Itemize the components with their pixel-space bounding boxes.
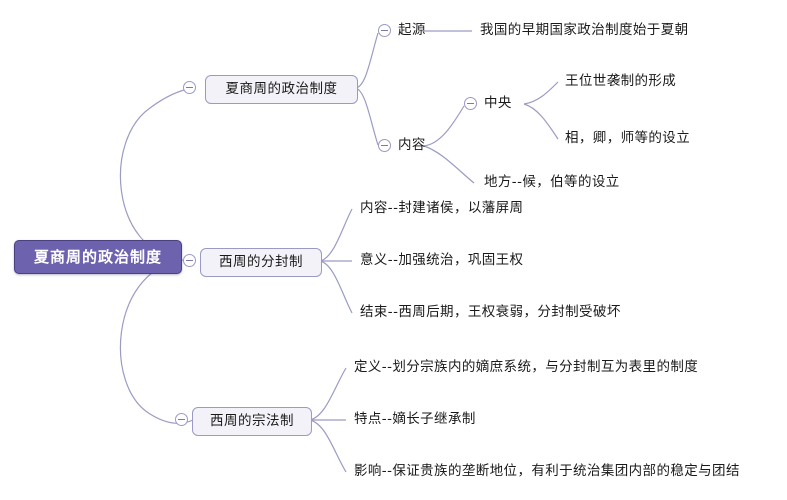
collapse-toggle-qiyuan[interactable] xyxy=(378,24,391,37)
edge-branch1-to-neirong xyxy=(355,87,379,146)
collapse-toggle-zhongyang[interactable] xyxy=(464,97,477,110)
edge-branch1-to-qiyuan xyxy=(355,32,379,89)
root-node[interactable]: 夏商周的政治制度 xyxy=(14,240,182,274)
edge-branch2-to-leaf3 xyxy=(319,260,353,314)
edge-neirong-to-difang xyxy=(423,145,475,184)
branch-node-fengjianzhi[interactable]: 西周的分封制 xyxy=(200,248,322,277)
leaf-fengjian-jieshu[interactable]: 结束--西周后期，王权衰弱，分封制受破坏 xyxy=(360,304,621,321)
node-qiyuan[interactable]: 起源 xyxy=(398,22,426,39)
edge-branch3-to-leaf1 xyxy=(309,367,347,421)
collapse-toggle-neirong[interactable] xyxy=(378,139,391,152)
node-zhongyang[interactable]: 中央 xyxy=(484,95,512,112)
collapse-toggle-branch1[interactable] xyxy=(183,81,196,94)
node-neirong[interactable]: 内容 xyxy=(398,137,426,154)
edge-neirong-to-zhongyang xyxy=(423,105,465,147)
edge-branch2-to-leaf1 xyxy=(319,208,353,262)
leaf-zongfa-dingyi[interactable]: 定义--划分宗族内的嫡庶系统，与分封制互为表里的制度 xyxy=(354,359,699,376)
collapse-toggle-branch3[interactable] xyxy=(175,413,188,426)
branch-node-zongfazhi[interactable]: 西周的宗法制 xyxy=(192,407,312,436)
leaf-fengjian-yiyi[interactable]: 意义--加强统治，巩固王权 xyxy=(360,252,524,269)
edge-root-to-branch1 xyxy=(119,87,194,261)
leaf-xiang-qing-shi[interactable]: 相，卿，师等的设立 xyxy=(565,130,691,147)
edge-zhongyang-to-child2 xyxy=(523,103,559,140)
leaf-zongfa-tedian[interactable]: 特点--嫡长子继承制 xyxy=(354,411,476,428)
leaf-qiyuan-detail[interactable]: 我国的早期国家政治制度始于夏朝 xyxy=(480,22,689,39)
edge-root-to-branch3 xyxy=(119,259,194,424)
edge-branch3-to-leaf3 xyxy=(309,419,347,473)
collapse-toggle-branch2[interactable] xyxy=(183,254,196,267)
leaf-wangwei-shixi[interactable]: 王位世袭制的形成 xyxy=(565,73,677,90)
branch-node-xiashangzhou[interactable]: 夏商周的政治制度 xyxy=(205,75,358,104)
leaf-fengjian-neirong[interactable]: 内容--封建诸侯，以藩屏周 xyxy=(360,200,524,217)
leaf-zongfa-yingxiang[interactable]: 影响--保证贵族的垄断地位，有利于统治集团内部的稳定与团结 xyxy=(354,463,740,480)
edge-zhongyang-to-child1 xyxy=(523,81,559,105)
leaf-difang[interactable]: 地方--候，伯等的设立 xyxy=(484,174,620,191)
